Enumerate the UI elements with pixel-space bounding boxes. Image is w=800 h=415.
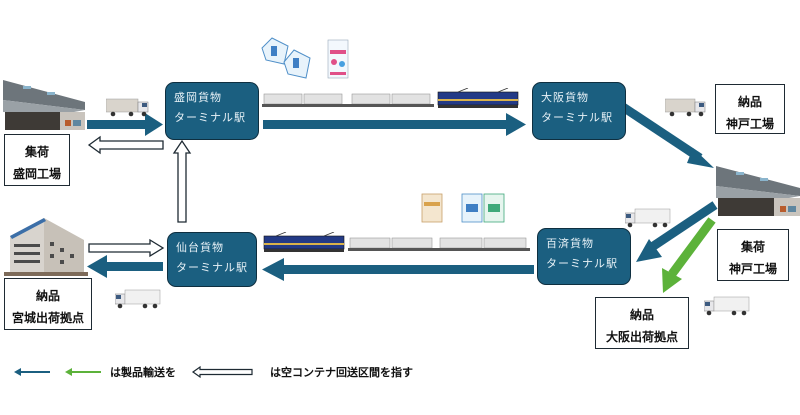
- empty-arrow-station-to-morioka-plant: [87, 135, 164, 155]
- product-cartons-southbound: [420, 192, 515, 232]
- legend-blue-arrow: [14, 368, 50, 376]
- station-morioka: 盛岡貨物 ターミナル駅: [165, 82, 259, 140]
- facility-osaka-hub: 納品 大阪出荷拠点: [595, 297, 689, 349]
- empty-arrow-sendai-to-morioka: [172, 139, 192, 223]
- facility-name: 神戸工場: [728, 262, 777, 276]
- facility-role: 納品: [629, 308, 654, 322]
- morioka-factory-image: [3, 72, 85, 132]
- station-name: 百済貨物: [546, 237, 594, 250]
- arrow-kudara-to-sendai: [262, 258, 534, 281]
- legend-empty-text: は空コンテナ回送区間を指す: [270, 366, 413, 379]
- station-osaka: 大阪貨物 ターミナル駅: [532, 82, 626, 140]
- facility-role: 集荷: [740, 240, 765, 254]
- facility-kobe-delivery: 納品 神戸工場: [715, 84, 785, 134]
- station-type: ターミナル駅: [174, 111, 246, 124]
- facility-miyagi-hub: 納品 宮城出荷拠点: [4, 278, 92, 330]
- freight-train-northbound: [262, 87, 532, 110]
- arrow-kobe-plant-to-osaka-hub: [662, 217, 716, 293]
- station-type: ターミナル駅: [541, 111, 613, 124]
- facility-role: 納品: [737, 95, 762, 109]
- station-name: 仙台貨物: [176, 241, 224, 254]
- truck-image-kobe: [664, 97, 707, 117]
- station-kudara: 百済貨物 ターミナル駅: [537, 228, 631, 285]
- station-name: 盛岡貨物: [174, 91, 222, 104]
- station-sendai: 仙台貨物 ターミナル駅: [167, 232, 257, 287]
- truck-image-morioka: [105, 97, 150, 117]
- truck-image-miyagi: [114, 289, 161, 309]
- facility-role: 集荷: [24, 145, 49, 159]
- facility-name: 宮城出荷拠点: [11, 311, 84, 325]
- facility-morioka-plant: 集荷 盛岡工場: [4, 134, 70, 186]
- station-name: 大阪貨物: [541, 91, 589, 104]
- arrow-kobe-plant-to-kudara: [636, 201, 718, 262]
- legend-green-arrow: [65, 368, 101, 376]
- facility-role: 納品: [35, 289, 60, 303]
- facility-name: 大阪出荷拠点: [605, 330, 678, 344]
- facility-name: 盛岡工場: [12, 167, 61, 181]
- arrow-morioka-to-osaka: [263, 113, 526, 136]
- legend-empty-arrow: [191, 365, 253, 379]
- freight-train-southbound: [262, 231, 534, 254]
- arrow-osaka-to-kobe-plant: [617, 101, 714, 168]
- arrow-sendai-to-miyagi-hub: [87, 255, 163, 278]
- product-packs-northbound: [258, 36, 353, 84]
- miyagi-warehouse-image: [4, 216, 88, 278]
- facility-kobe-plant: 集荷 神戸工場: [717, 229, 789, 281]
- arrow-morioka-plant-to-station: [87, 113, 163, 136]
- truck-image-osaka-hub: [703, 296, 750, 316]
- truck-image-kudara: [624, 208, 671, 228]
- station-type: ターミナル駅: [176, 261, 248, 274]
- kobe-factory-image: [716, 160, 800, 218]
- empty-arrow-miyagi-to-sendai: [88, 238, 165, 258]
- station-type: ターミナル駅: [546, 257, 618, 270]
- legend-product-text: は製品輸送を: [110, 366, 176, 379]
- facility-name: 神戸工場: [725, 117, 774, 131]
